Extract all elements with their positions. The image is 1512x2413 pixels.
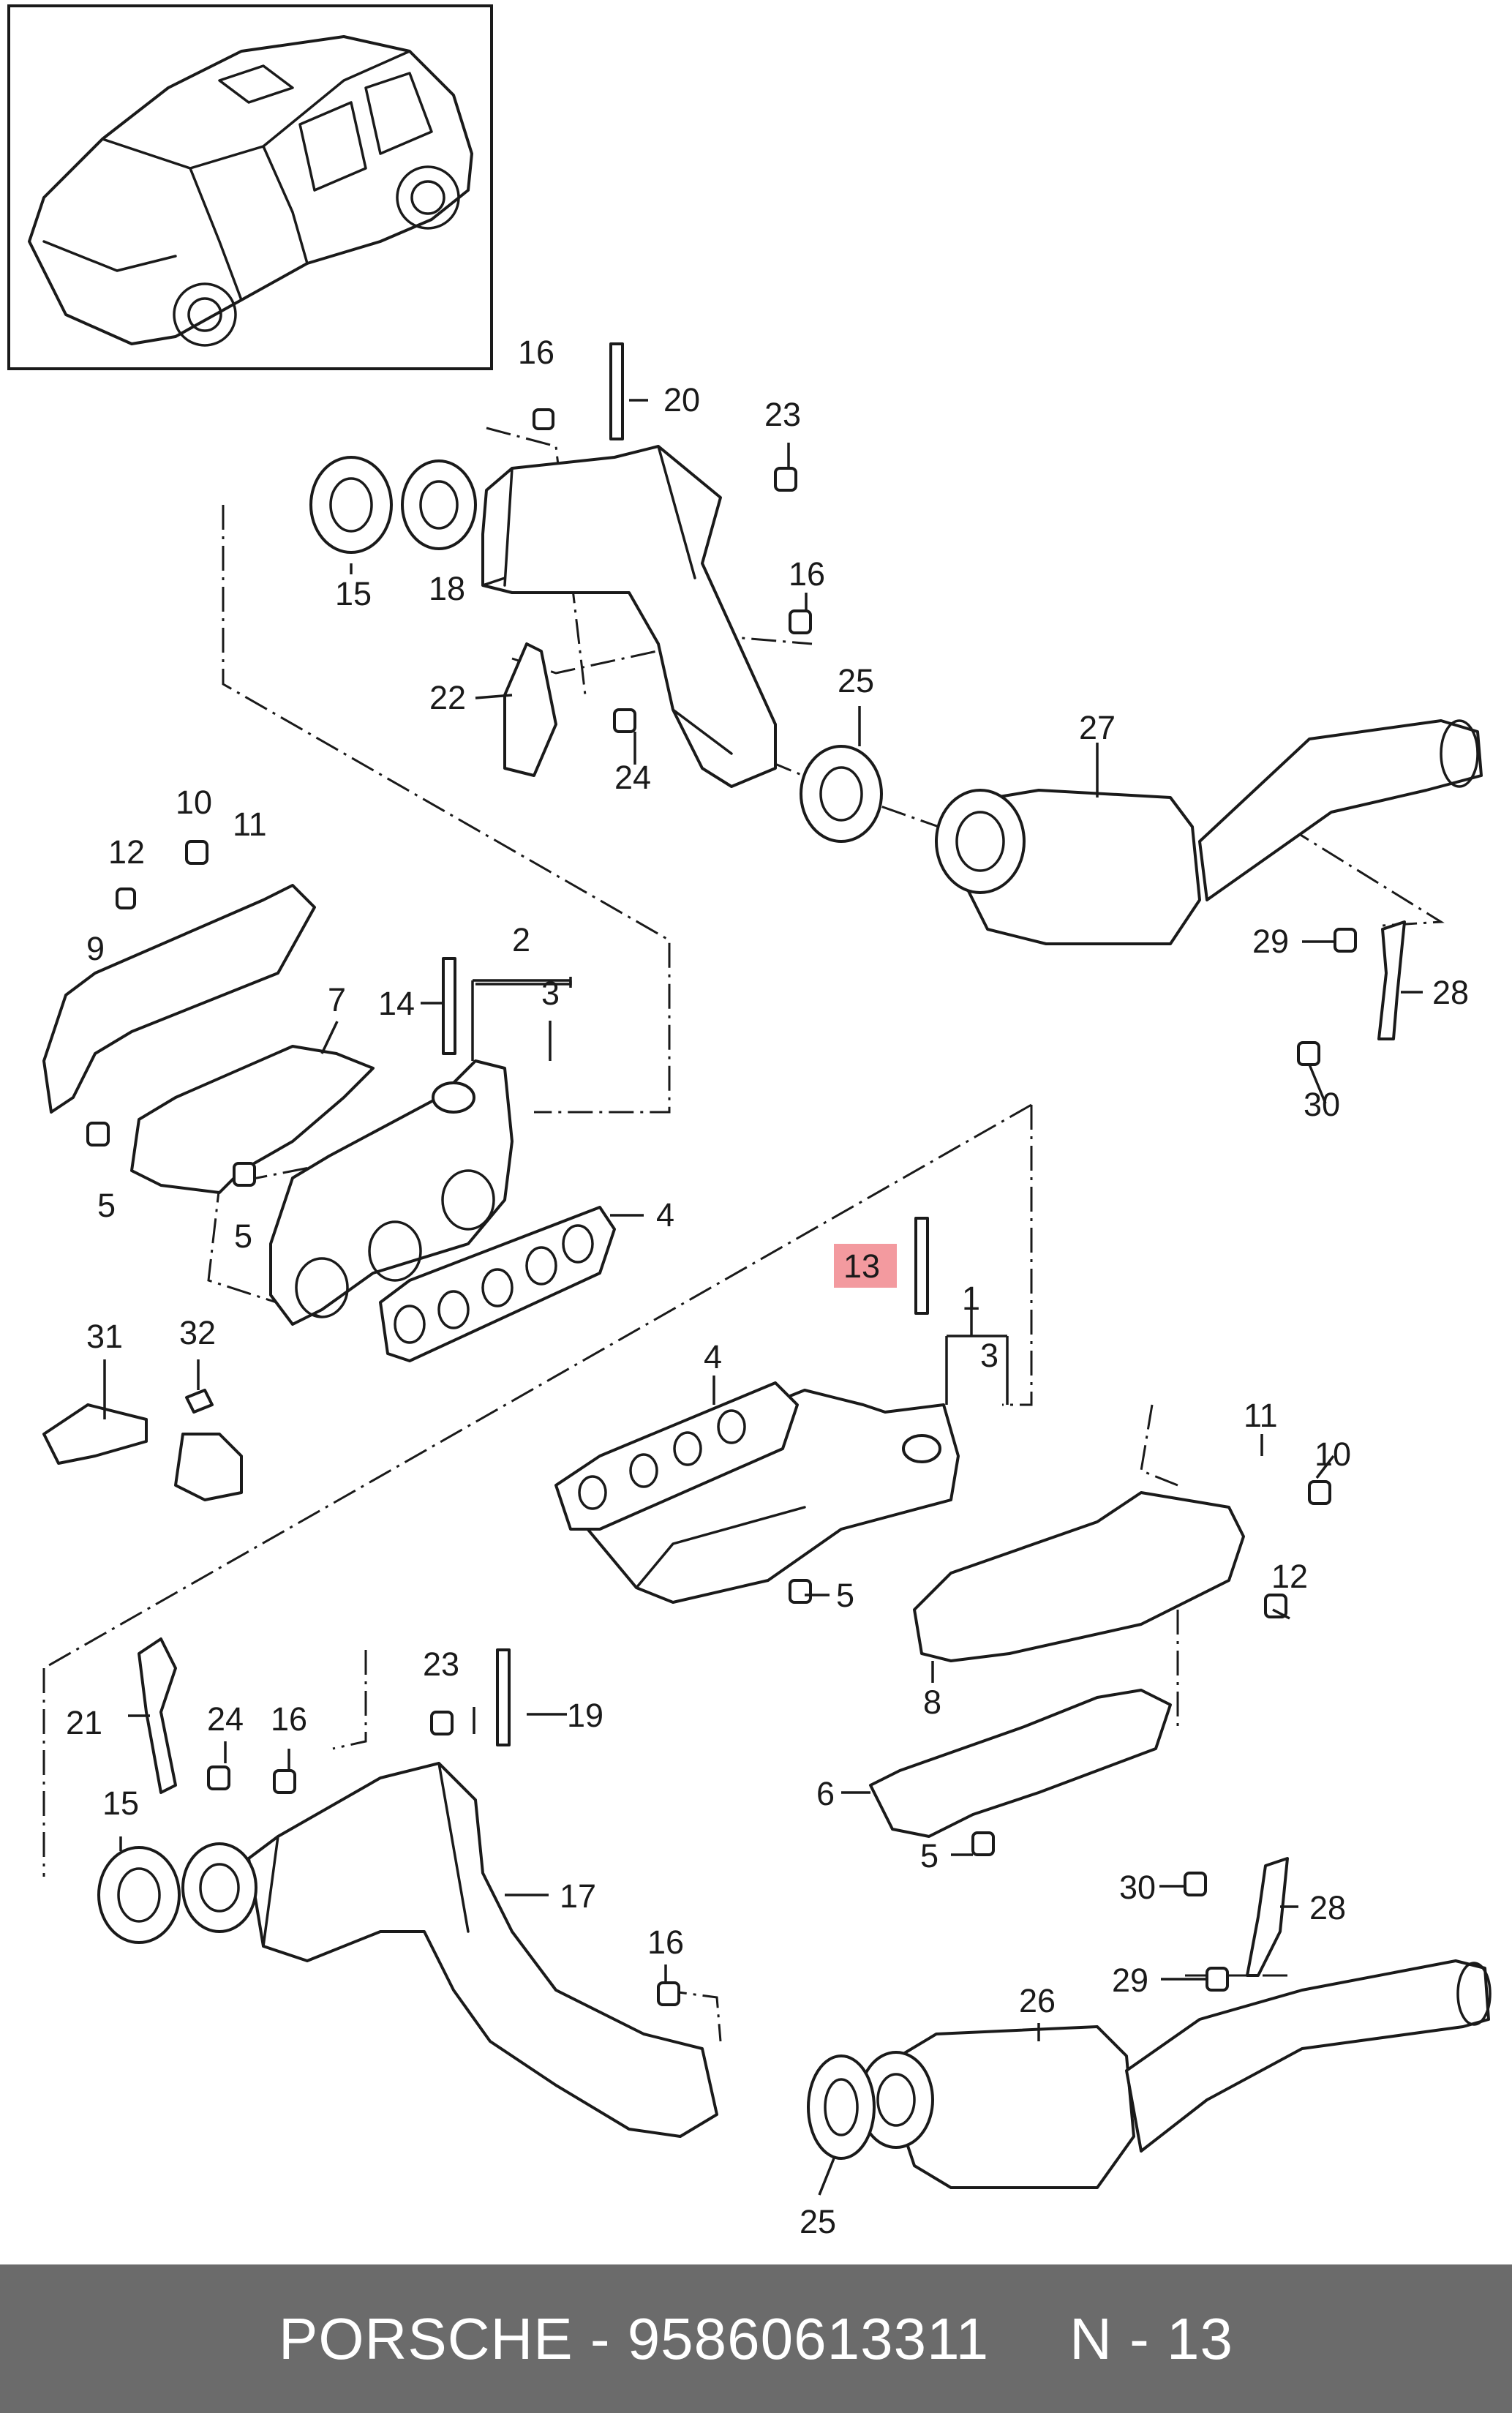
fasteners-and-sensors xyxy=(86,342,1357,2006)
callout-5: 5 xyxy=(97,1187,116,1224)
callout-17: 17 xyxy=(560,1877,596,1915)
callout-16: 16 xyxy=(789,555,825,593)
callout-29: 29 xyxy=(1112,1962,1148,1999)
callout-28: 28 xyxy=(1309,1889,1346,1926)
callout-16: 16 xyxy=(518,334,554,371)
callout-4: 4 xyxy=(656,1196,674,1234)
callout-10: 10 xyxy=(176,784,212,821)
callout-10: 10 xyxy=(1314,1436,1351,1473)
callout-3: 3 xyxy=(980,1337,998,1374)
callout-4: 4 xyxy=(704,1338,722,1376)
callout-22: 22 xyxy=(429,679,466,716)
highlight-box xyxy=(834,1244,897,1288)
callout-20: 20 xyxy=(663,381,700,419)
rear-catalytic-converter-lower xyxy=(807,1959,1492,2189)
callout-16: 16 xyxy=(271,1700,307,1738)
rear-catalytic-converter-upper xyxy=(800,719,1483,945)
callout-15: 15 xyxy=(335,575,372,612)
vehicle-thumbnail xyxy=(7,4,493,370)
callout-29: 29 xyxy=(1252,923,1289,960)
callout-27: 27 xyxy=(1079,709,1116,746)
callout-16: 16 xyxy=(647,1924,684,1961)
callout-12: 12 xyxy=(108,833,145,871)
callout-30: 30 xyxy=(1119,1869,1156,1906)
callout-labels: 16 20 23 15 18 16 22 24 25 27 10 11 12 9… xyxy=(66,334,1469,2240)
callout-1: 1 xyxy=(962,1280,980,1317)
left-exhaust-manifold xyxy=(269,1059,514,1326)
callout-21: 21 xyxy=(66,1704,102,1741)
right-exhaust-manifold xyxy=(554,1381,960,1604)
callout-25: 25 xyxy=(800,2203,836,2240)
callout-5: 5 xyxy=(920,1837,939,1875)
callout-28: 28 xyxy=(1432,974,1469,1011)
exhaust-parts-diagram: 16 20 23 15 18 16 22 24 25 27 10 11 12 9… xyxy=(7,4,1492,2240)
callout-11: 11 xyxy=(1244,1397,1278,1434)
part-number-footer: PORSCHE - 95860613311 N - 13 xyxy=(0,2264,1512,2413)
callout-11: 11 xyxy=(233,806,267,843)
callout-9: 9 xyxy=(86,930,105,967)
callout-24: 24 xyxy=(614,759,651,796)
upper-catalytic-converter xyxy=(309,445,777,788)
right-heat-shields xyxy=(869,1491,1245,1838)
callout-12: 12 xyxy=(1271,1558,1308,1595)
mounting-brackets xyxy=(138,642,1406,1977)
callout-32: 32 xyxy=(179,1314,216,1351)
callout-19: 19 xyxy=(567,1697,603,1734)
page-reference: N - 13 xyxy=(1069,2305,1234,2371)
sensor-bracket-parts xyxy=(42,1389,243,1501)
callout-23: 23 xyxy=(764,396,801,433)
callout-30: 30 xyxy=(1304,1086,1340,1123)
callout-13-highlighted: 13 xyxy=(843,1247,880,1285)
assembly-guide-lines xyxy=(42,427,1445,2042)
left-manifold-gasket xyxy=(379,1206,616,1362)
part-number-text: PORSCHE - 95860613311 xyxy=(278,2305,990,2371)
callout-6: 6 xyxy=(816,1775,835,1812)
callout-24: 24 xyxy=(207,1700,244,1738)
leader-lines xyxy=(103,399,1423,2196)
left-heat-shields xyxy=(42,884,375,1194)
callout-5: 5 xyxy=(836,1577,854,1614)
callout-26: 26 xyxy=(1019,1982,1056,2019)
callout-23: 23 xyxy=(423,1645,459,1683)
callout-14: 14 xyxy=(378,985,415,1022)
callout-15: 15 xyxy=(102,1785,139,1822)
callout-8: 8 xyxy=(923,1684,941,1721)
callout-5: 5 xyxy=(234,1217,252,1255)
callout-25: 25 xyxy=(838,662,874,699)
lower-catalytic-converter xyxy=(97,1762,718,2138)
callout-18: 18 xyxy=(429,570,465,607)
callout-3: 3 xyxy=(541,975,560,1012)
callout-2: 2 xyxy=(512,921,530,958)
callout-7: 7 xyxy=(328,981,346,1018)
callout-31: 31 xyxy=(86,1318,123,1355)
